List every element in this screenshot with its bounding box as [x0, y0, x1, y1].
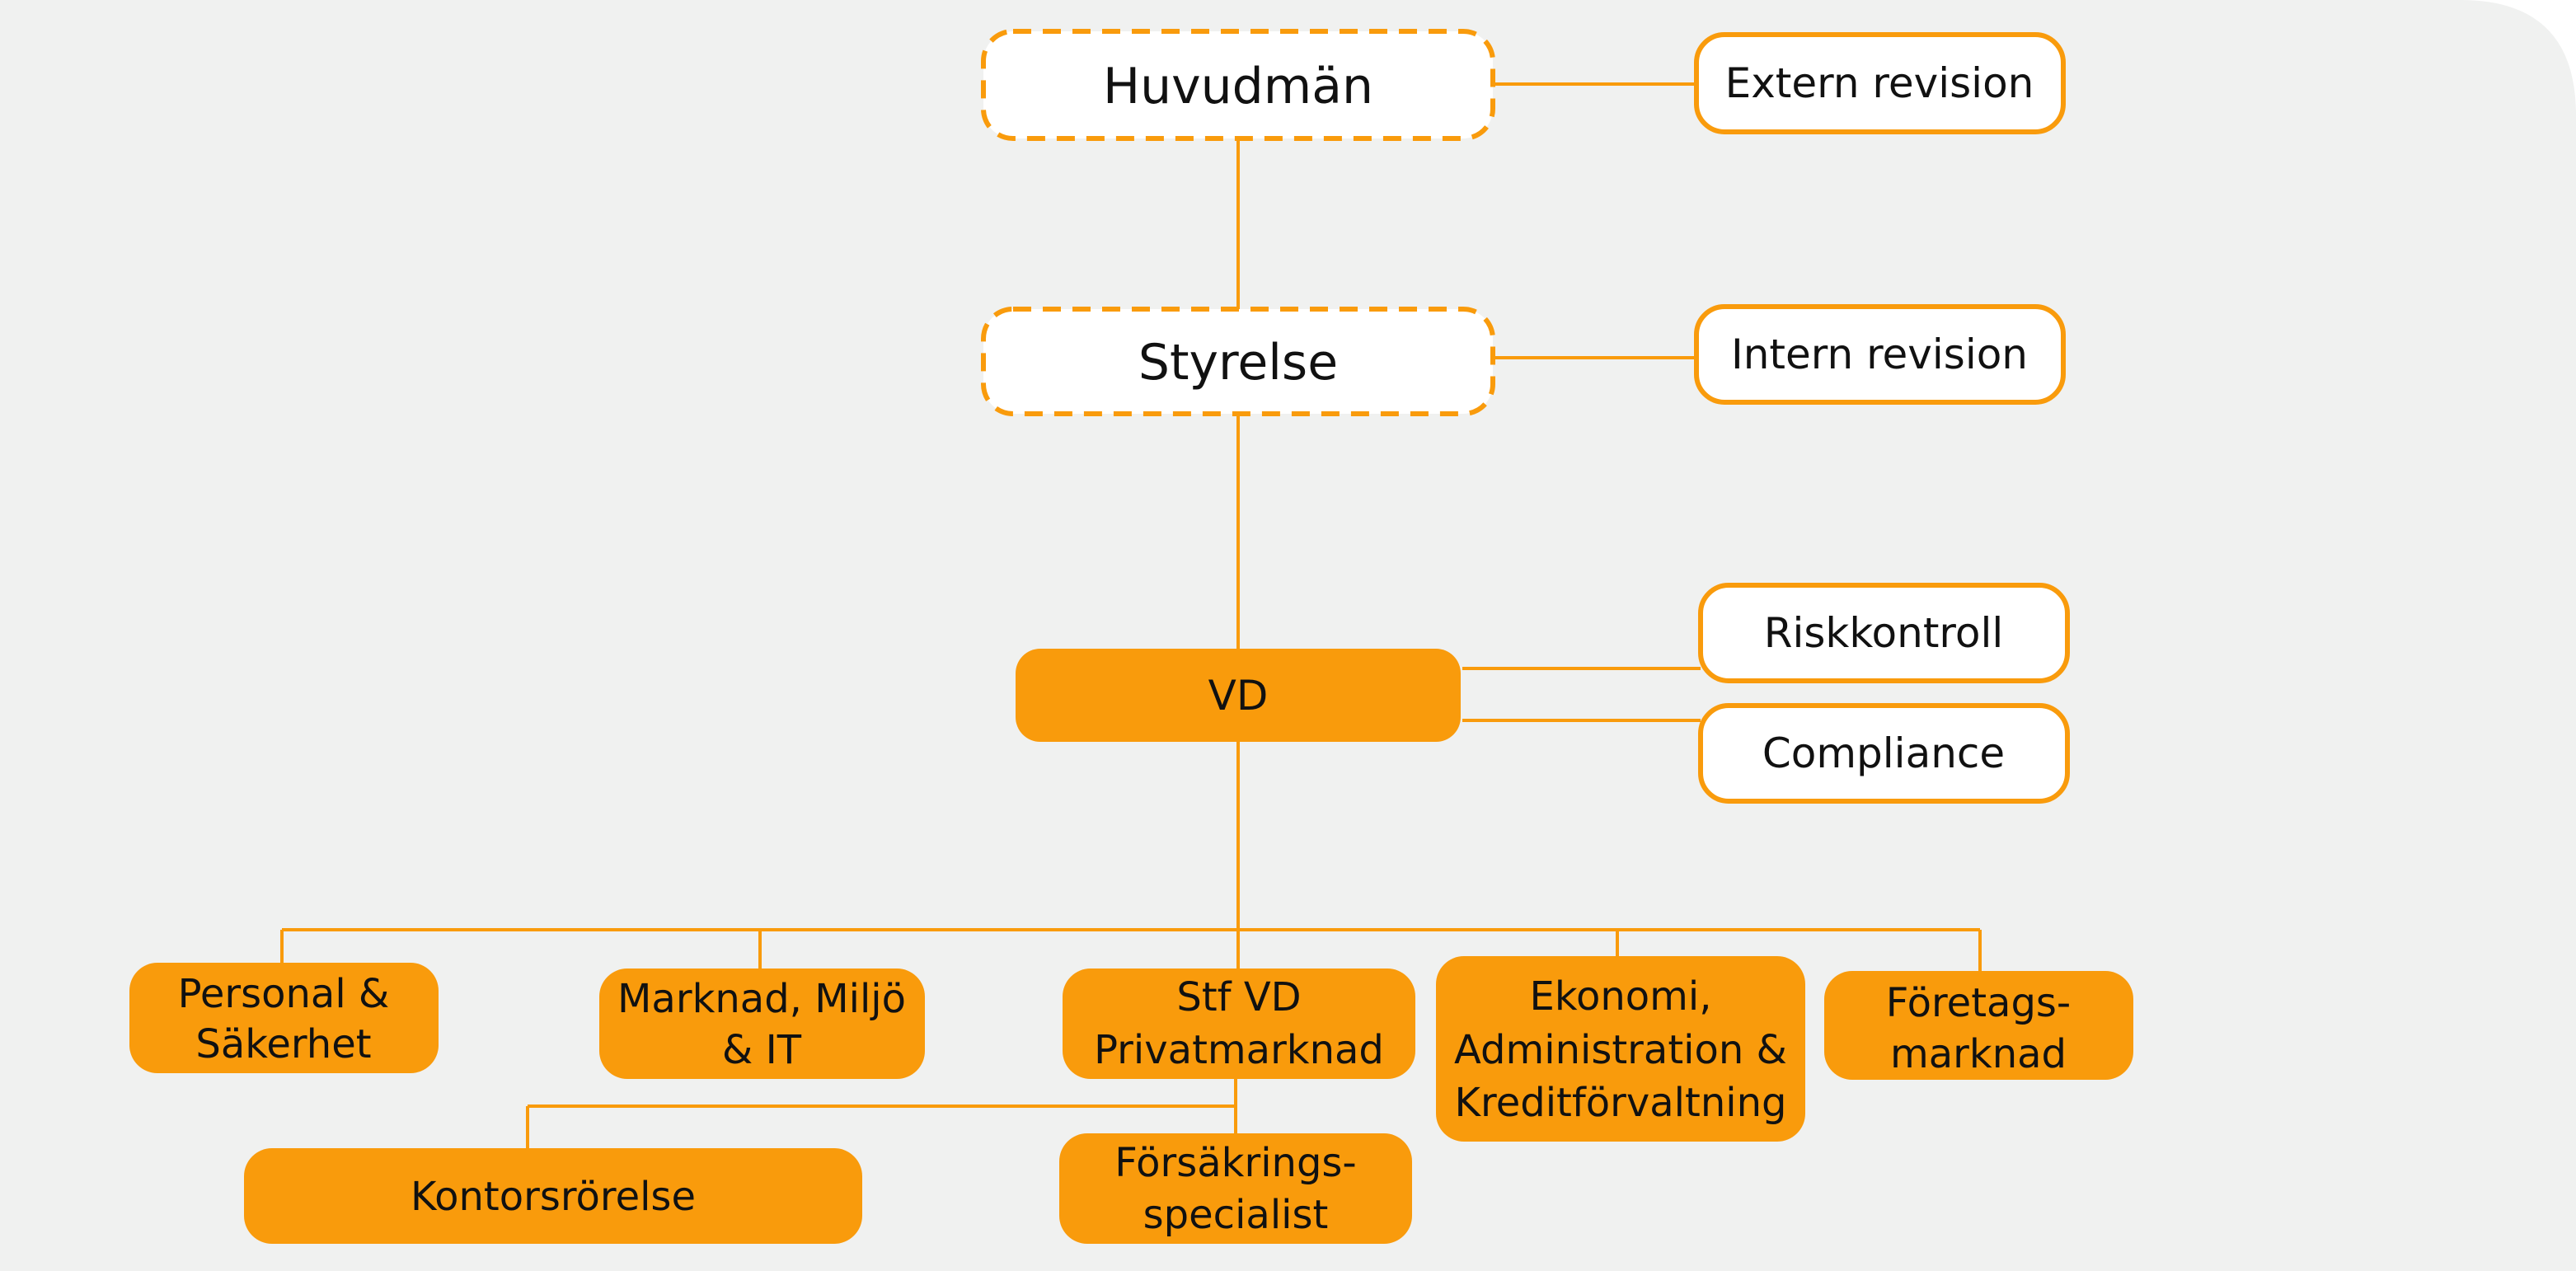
hr-security-line2: Säkerhet [195, 1021, 371, 1067]
node-external-audit: Extern revision [1694, 32, 2066, 134]
insurance-line1: Försäkrings- [1114, 1140, 1357, 1186]
finance-admin-line1: Ekonomi, [1530, 973, 1712, 1020]
node-branch-operations: Kontorsrörelse [244, 1148, 862, 1244]
node-owners: Huvudmän [981, 29, 1495, 141]
node-deputy-ceo: Stf VD Privatmarknad [1063, 968, 1415, 1079]
node-risk-control: Riskkontroll [1698, 583, 2070, 683]
connector-lines [280, 82, 1982, 1148]
corporate-market-line1: Företags- [1886, 980, 2072, 1026]
node-marketing-it: Marknad, Miljö & IT [599, 968, 925, 1079]
deputy-ceo-line2: Privatmarknad [1094, 1027, 1384, 1073]
node-compliance: Compliance [1698, 703, 2070, 804]
risk-control-label: Riskkontroll [1764, 609, 2004, 657]
owners-label: Huvudmän [1103, 58, 1373, 115]
corporate-market-line2: marknad [1890, 1031, 2067, 1077]
hr-security-line1: Personal & [178, 971, 390, 1017]
branch-operations-label: Kontorsrörelse [411, 1174, 696, 1220]
insurance-line2: specialist [1143, 1192, 1329, 1238]
internal-audit-label: Intern revision [1731, 331, 2028, 378]
node-internal-audit: Intern revision [1694, 304, 2066, 405]
finance-admin-line3: Kreditförvaltning [1455, 1080, 1787, 1126]
deputy-ceo-line1: Stf VD [1176, 974, 1301, 1020]
compliance-label: Compliance [1762, 729, 2005, 777]
node-ceo: VD [1016, 649, 1461, 742]
node-board: Styrelse [981, 307, 1495, 416]
ceo-label: VD [1208, 672, 1269, 720]
node-corporate-market: Företags- marknad [1824, 971, 2133, 1080]
node-finance-admin: Ekonomi, Administration & Kreditförvaltn… [1436, 956, 1805, 1142]
node-hr-security: Personal & Säkerhet [129, 963, 439, 1073]
finance-admin-line2: Administration & [1454, 1027, 1787, 1073]
marketing-it-line1: Marknad, Miljö [617, 976, 906, 1022]
board-label: Styrelse [1138, 334, 1338, 392]
external-audit-label: Extern revision [1725, 59, 2034, 107]
marketing-it-line2: & IT [722, 1027, 802, 1073]
node-insurance-specialist: Försäkrings- specialist [1059, 1133, 1412, 1244]
